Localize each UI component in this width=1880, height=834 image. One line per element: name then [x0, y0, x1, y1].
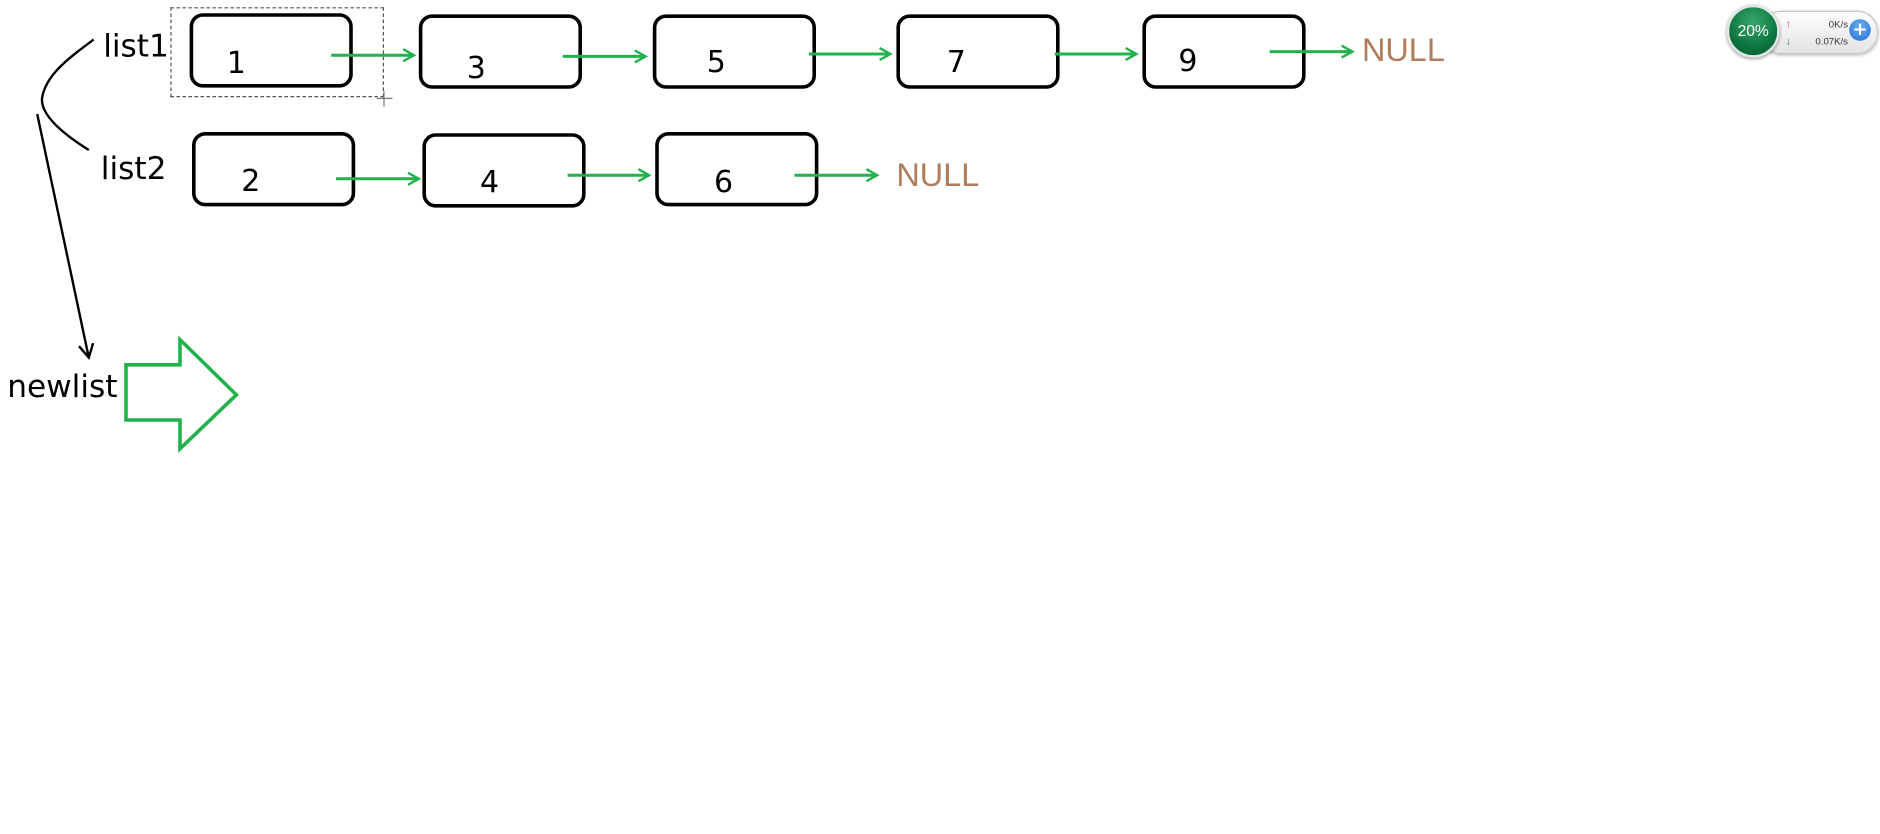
result-block-arrow: [124, 335, 239, 454]
merge-brace: [40, 38, 95, 152]
list1-node: 7: [896, 14, 1060, 89]
list2-label: list2: [100, 151, 167, 188]
merge-arrow: [36, 113, 89, 358]
list1-node: 1: [189, 13, 353, 88]
node-value: 6: [714, 164, 734, 200]
list1-node: 5: [652, 14, 817, 89]
node-value: 2: [241, 163, 261, 199]
plus-icon[interactable]: +: [1849, 19, 1871, 41]
list2-node: 2: [192, 132, 356, 207]
node-value: 1: [226, 45, 246, 81]
list2-node: 6: [655, 132, 819, 207]
usage-percent: 20%: [1737, 21, 1769, 40]
connector-layer: [36, 38, 1880, 454]
node-value: 4: [480, 164, 500, 200]
list2-null-label: NULL: [896, 157, 980, 194]
newlist-label: newlist: [7, 369, 118, 406]
node-value: 3: [466, 50, 486, 86]
list1-node: 3: [418, 14, 582, 89]
arrow-down-icon: ↓: [1785, 34, 1792, 47]
arrow-up-icon: ↑: [1785, 18, 1792, 31]
node-value: 5: [706, 44, 726, 80]
move-cursor-icon: [376, 91, 393, 107]
list2-node: 4: [422, 133, 586, 208]
download-speed: 0.07K/s: [1815, 36, 1849, 47]
list1-null-label: NULL: [1362, 32, 1445, 69]
node-value: 9: [1178, 43, 1198, 78]
network-speed-widget[interactable]: ↑ 0K/s ↓ 0.07K/s 20% +: [1724, 2, 1879, 60]
node-value: 7: [946, 44, 966, 80]
selection-marquee[interactable]: [170, 7, 384, 98]
memory-usage-ball[interactable]: 20%: [1726, 4, 1780, 58]
list1-label: list1: [103, 28, 169, 65]
upload-speed: 0K/s: [1828, 19, 1849, 31]
